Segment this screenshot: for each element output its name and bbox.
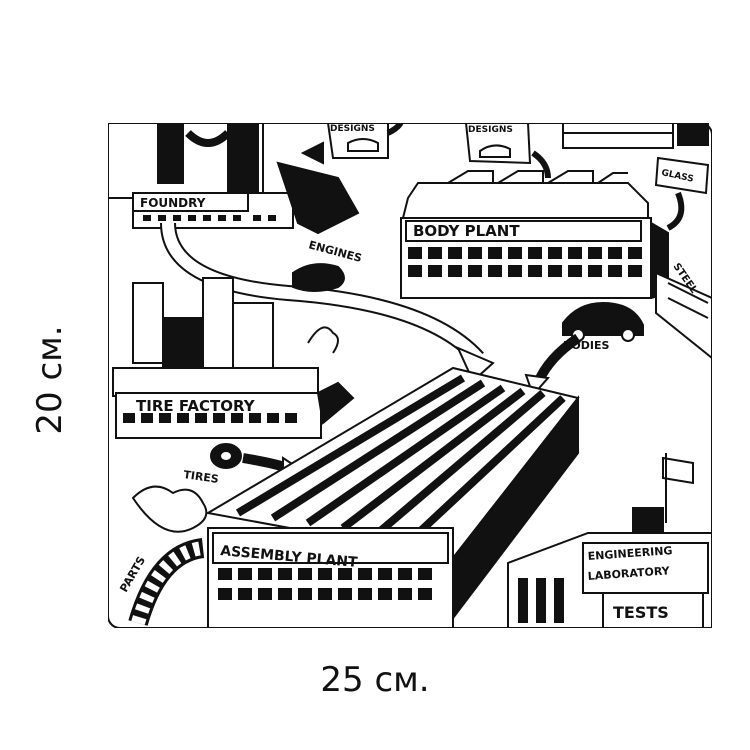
body-plant-label: BODY PLANT xyxy=(413,222,520,240)
engineering-label: ENGINEERING xyxy=(587,544,673,563)
designs-right-sign xyxy=(464,123,551,179)
foundry-label: FOUNDRY xyxy=(140,196,206,210)
designs-right-label: DESIGNS xyxy=(468,125,513,135)
height-dimension: 20 см. xyxy=(30,325,70,435)
bodies-label: BODIES xyxy=(563,339,609,352)
designs-left-sign xyxy=(300,123,404,165)
width-dimension: 25 см. xyxy=(320,660,430,700)
designs-left-label: DESIGNS xyxy=(330,124,375,134)
parts-track xyxy=(128,485,208,626)
mousepad-illustration: FOUNDRY DESIGNS DESIGNS GLASS xyxy=(108,123,712,628)
foundry-building xyxy=(108,123,360,235)
laboratory-label: LABORATORY xyxy=(587,564,671,583)
engines-path xyxy=(160,222,495,383)
top-right-buildings xyxy=(562,123,709,149)
assembly-plant-building xyxy=(205,366,580,628)
bodies-car xyxy=(524,301,644,397)
body-plant-building xyxy=(400,170,669,299)
tests-label: TESTS xyxy=(613,603,669,622)
glass-sign xyxy=(654,156,710,231)
steel-conveyor xyxy=(655,271,712,360)
tires-label: TIRES xyxy=(183,468,220,486)
engineering-laboratory-building xyxy=(507,453,712,628)
tire-factory-label: TIRE FACTORY xyxy=(136,397,256,415)
tire-factory-building xyxy=(112,277,355,439)
